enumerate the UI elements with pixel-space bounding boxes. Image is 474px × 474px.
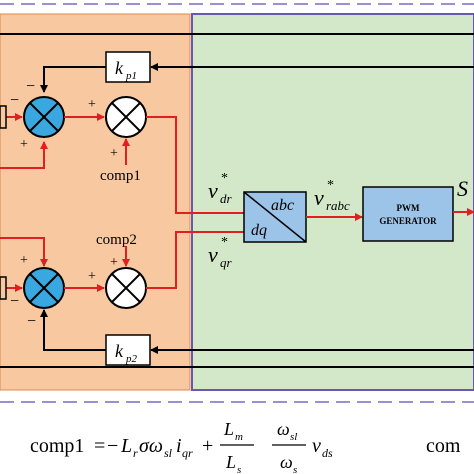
comp2-label: comp2 bbox=[96, 232, 137, 248]
vdr-signal-line bbox=[146, 116, 300, 217]
eq-frac2-num-sub: sl bbox=[290, 431, 297, 443]
dq-abc-top: abc bbox=[271, 197, 294, 214]
kp2-block bbox=[105, 334, 151, 366]
eq-Lr-sub: r bbox=[133, 446, 138, 460]
eq-frac1-num-sub: m bbox=[235, 431, 243, 443]
kp2-sub: p2 bbox=[125, 353, 138, 365]
dq-abc-diagonal bbox=[243, 191, 307, 243]
kp1-output-line bbox=[40, 66, 106, 93]
eq-Lr: L bbox=[120, 435, 132, 457]
eq-frac1-den-sub: s bbox=[237, 464, 241, 474]
output-label: S bbox=[457, 176, 468, 201]
eq-minus: − bbox=[107, 435, 118, 457]
eq-ds-sub: ds bbox=[322, 446, 333, 460]
mul1-left-sign: + bbox=[88, 97, 96, 112]
sum2-cross bbox=[29, 273, 59, 303]
vqr-sup: * bbox=[221, 235, 228, 250]
kp2-output-line bbox=[40, 309, 106, 351]
kp1-sub: p1 bbox=[125, 70, 137, 82]
pwm-line1: PWM bbox=[397, 203, 420, 213]
left-panel bbox=[0, 13, 191, 391]
sum2-left-sign: − bbox=[10, 293, 19, 310]
pwm-generator-block bbox=[362, 186, 454, 242]
vrabc-sub: rabc bbox=[326, 198, 350, 213]
kp1-main: k bbox=[115, 58, 124, 78]
eq-plus: + bbox=[202, 435, 213, 457]
vdr-sub: dr bbox=[220, 191, 233, 206]
mul2-top-sign: + bbox=[110, 255, 118, 270]
sum1-bottom-input bbox=[0, 141, 48, 169]
comp1-label: comp1 bbox=[100, 168, 141, 184]
eq-equals: = bbox=[94, 435, 105, 457]
sum2-top-sign: + bbox=[20, 253, 28, 268]
eq-qr-sub: qr bbox=[182, 446, 193, 460]
sum1-top-sign: − bbox=[26, 78, 35, 95]
eq-lhs: comp1 bbox=[30, 435, 84, 457]
sum2-top-input bbox=[0, 237, 48, 267]
dq-abc-bottom: dq bbox=[251, 222, 267, 239]
sum1-left-sign: − bbox=[10, 92, 19, 109]
sum1-cross bbox=[29, 102, 59, 132]
eq-frac1-den: L bbox=[225, 452, 236, 472]
pwm-line2: GENERATOR bbox=[379, 216, 437, 226]
eq-frac2-den-sub: s bbox=[293, 464, 297, 474]
mul2-left-sign: + bbox=[88, 269, 96, 284]
left-edge-block-bottom bbox=[0, 276, 7, 300]
comp2-equation-prefix: com bbox=[426, 435, 461, 457]
comp1-equation: comp1 = − L r σω sl i qr + L m L s ω sl … bbox=[30, 419, 333, 474]
eq-v: v bbox=[312, 435, 321, 457]
eq-frac2-num: ω bbox=[277, 419, 290, 439]
vdr-sup: * bbox=[221, 171, 228, 186]
sum1-bottom-sign: + bbox=[20, 137, 28, 152]
vqr-base: v bbox=[208, 242, 218, 267]
eq-frac2-den: ω bbox=[280, 452, 293, 472]
vqr-sub: qr bbox=[220, 255, 233, 270]
vdr-base: v bbox=[208, 178, 218, 203]
eq-sl-sub: sl bbox=[164, 446, 173, 460]
mul1-cross bbox=[111, 102, 141, 132]
eq-i: i bbox=[176, 435, 182, 457]
vrabc-base: v bbox=[314, 185, 324, 210]
sum2-bottom-sign: − bbox=[27, 313, 36, 330]
eq-frac1-num: L bbox=[223, 419, 234, 439]
mul2-cross bbox=[111, 273, 141, 303]
kp2-main: k bbox=[115, 341, 124, 361]
kp1-block bbox=[105, 51, 151, 83]
left-edge-block-top bbox=[0, 105, 7, 129]
vrabc-sup: * bbox=[327, 178, 334, 193]
mul1-bottom-sign: + bbox=[110, 146, 118, 161]
vqr-signal-line bbox=[146, 228, 300, 289]
eq-sigma-omega: σω bbox=[139, 435, 163, 457]
